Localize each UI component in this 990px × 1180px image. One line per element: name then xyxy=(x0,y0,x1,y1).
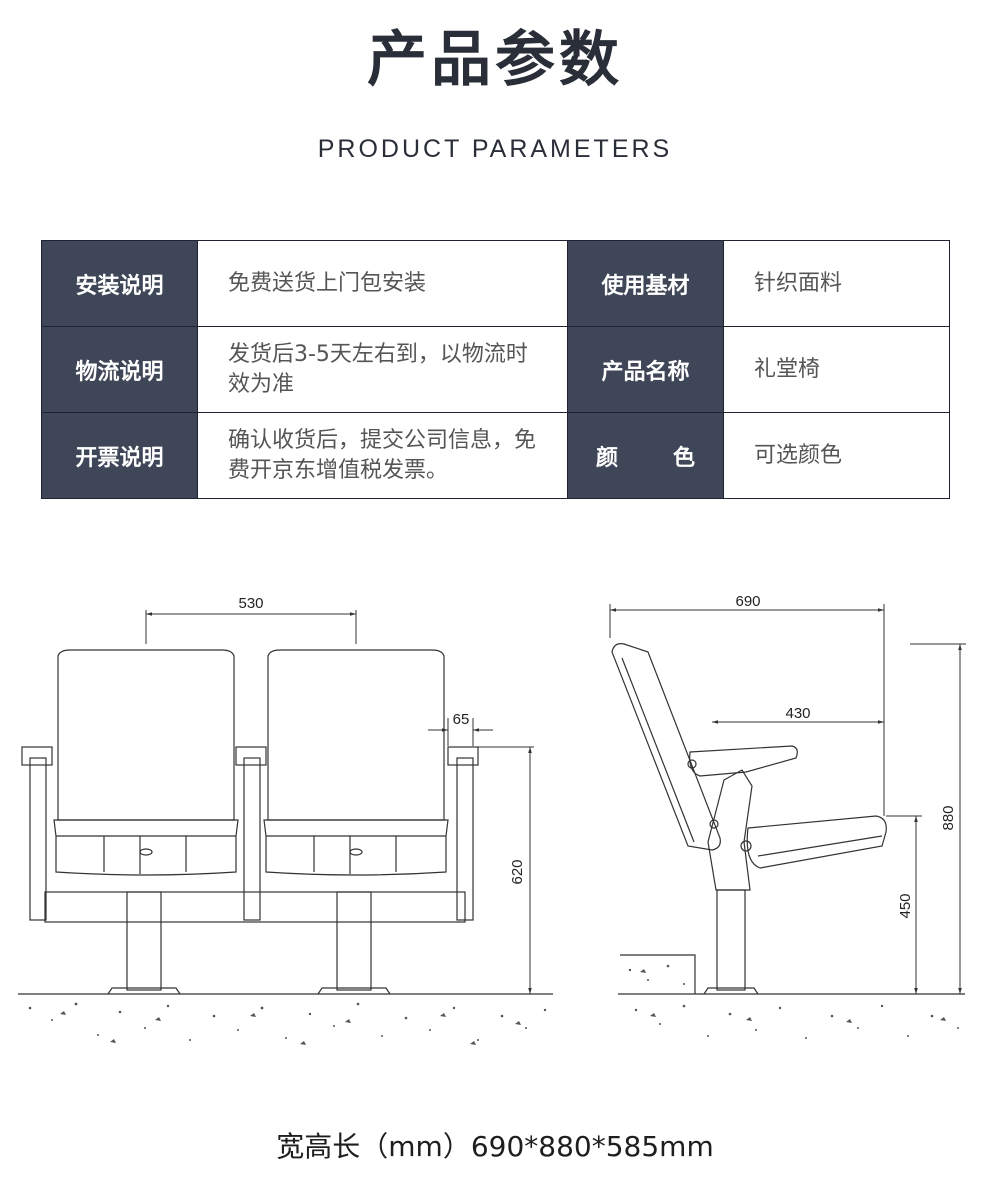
param-label-part: 颜 xyxy=(596,445,619,471)
page-subtitle: PRODUCT PARAMETERS xyxy=(317,135,673,163)
parameters-table: 安装说明 免费送货上门包安装 使用基材 针织面料 物流说明 发货后3-5天左右到… xyxy=(41,240,950,499)
dim-label-seat-depth: 430 xyxy=(785,705,810,722)
front-view-dimensions xyxy=(145,610,534,995)
param-value: 确认收货后，提交公司信息，免费开京东增值税发票。 xyxy=(197,412,568,499)
dim-label-arm-width: 65 xyxy=(453,711,470,728)
param-value: 针织面料 xyxy=(723,240,950,327)
param-value: 免费送货上门包安装 xyxy=(197,240,568,327)
technical-drawings: 530 65 620 xyxy=(18,593,966,1045)
floor-texture xyxy=(28,1002,547,1045)
param-label: 安装说明 xyxy=(41,240,198,327)
dim-label-total-height: 880 xyxy=(940,805,957,830)
floor-texture xyxy=(628,964,959,1039)
table-row: 开票说明 确认收货后，提交公司信息，免费开京东增值税发票。 颜 色 可选颜色 xyxy=(41,412,950,499)
param-label-color: 颜 色 xyxy=(567,412,724,499)
dim-label-seat-height: 450 xyxy=(897,893,914,918)
param-label: 开票说明 xyxy=(41,412,198,499)
dim-label-front-height: 620 xyxy=(509,859,526,884)
param-value: 可选颜色 xyxy=(723,412,950,499)
param-label: 物流说明 xyxy=(41,326,198,413)
param-label: 产品名称 xyxy=(567,326,724,413)
dim-label-depth: 690 xyxy=(735,593,760,610)
page-title: 产品参数 xyxy=(367,25,623,95)
front-view-drawing xyxy=(18,649,553,1045)
dimensions-caption: 宽高长（mm）690*880*585mm xyxy=(276,1130,714,1163)
param-label-part: 色 xyxy=(672,445,695,471)
side-view-drawing xyxy=(611,643,965,1039)
table-row: 物流说明 发货后3-5天左右到，以物流时效为准 产品名称 礼堂椅 xyxy=(41,326,950,413)
dim-label-seat-width: 530 xyxy=(238,595,263,612)
param-value: 发货后3-5天左右到，以物流时效为准 xyxy=(197,326,568,413)
table-row: 安装说明 免费送货上门包安装 使用基材 针织面料 xyxy=(41,240,950,327)
side-view-dimensions xyxy=(609,604,966,994)
param-value: 礼堂椅 xyxy=(723,326,950,413)
param-label: 使用基材 xyxy=(567,240,724,327)
